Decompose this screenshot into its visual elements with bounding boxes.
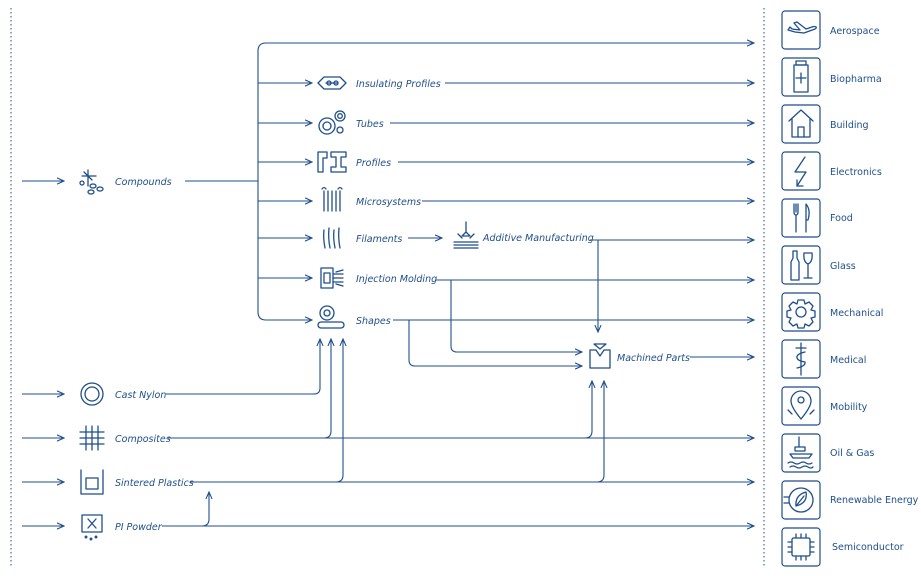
profiles-label: Profiles [356, 158, 391, 169]
cast-nylon-label: Cast Nylon [115, 390, 166, 401]
connectors [22, 43, 754, 526]
node-machined-parts: Machined Parts [589, 343, 690, 369]
sintered-plastics-label: Sintered Plastics [115, 478, 194, 489]
industry-label-building: Building [830, 120, 869, 131]
filaments-label: Filaments [356, 234, 402, 245]
chip-icon [787, 533, 815, 561]
industry-renewable-energy: Renewable Energy [781, 480, 919, 520]
node-injection-molding: Injection Molding [320, 267, 437, 289]
industry-electronics: Electronics [781, 151, 882, 191]
industry-food: Food [781, 198, 853, 238]
lightning-icon [794, 156, 807, 187]
oil-platform-icon [787, 436, 814, 469]
industry-building: Building [781, 104, 869, 144]
node-additive-manufacturing: Additive Manufacturing [453, 221, 594, 249]
microsystems-icon [321, 186, 343, 212]
injection-molding-label: Injection Molding [356, 274, 437, 285]
industry-label-medical: Medical [830, 355, 866, 366]
composites-label: Composites [115, 434, 171, 445]
insulating-profile-icon [317, 76, 347, 90]
industry-mobility: Mobility [781, 386, 868, 426]
shapes-label: Shapes [356, 316, 391, 327]
caduceus-icon [795, 342, 807, 376]
industry-biopharma: Biopharma [781, 57, 882, 97]
microsystems-label: Microsystems [356, 197, 421, 208]
wine-glass-icon [790, 250, 813, 281]
composites-icon [79, 425, 105, 451]
industry-label-semiconductor: Semiconductor [832, 542, 904, 553]
industry-label-aerospace: Aerospace [830, 26, 880, 37]
gear-icon [786, 299, 816, 329]
tubes-label: Tubes [356, 119, 384, 130]
industry-medical: Medical [781, 339, 866, 379]
industry-glass: Glass [781, 245, 856, 285]
compounds-icon [79, 169, 104, 195]
node-tubes: Tubes [318, 110, 384, 135]
industry-label-food: Food [830, 213, 853, 224]
machined-parts-label: Machined Parts [617, 353, 690, 364]
medicine-bottle-icon [793, 60, 809, 93]
injection-molding-icon [320, 267, 344, 289]
filaments-icon [323, 227, 341, 249]
node-shapes: Shapes [317, 305, 391, 329]
profiles-icon [317, 151, 347, 173]
industry-label-electronics: Electronics [830, 167, 882, 178]
insulating-profiles-label: Insulating Profiles [356, 79, 441, 90]
node-filaments: Filaments [323, 227, 402, 249]
industry-aerospace: Aerospace [781, 10, 880, 50]
compounds-label: Compounds [115, 177, 172, 188]
node-microsystems: Microsystems [321, 186, 421, 212]
node-pi-powder: PI Powder [81, 514, 163, 541]
industry-semiconductor: Semiconductor [781, 527, 904, 567]
sintered-plastics-icon [80, 469, 104, 495]
node-composites: Composites [79, 425, 171, 451]
industry-mechanical: Mechanical [781, 292, 883, 332]
house-icon [788, 109, 814, 138]
tubes-icon [318, 110, 346, 135]
industry-label-biopharma: Biopharma [830, 74, 882, 85]
node-sintered-plastics: Sintered Plastics [80, 469, 194, 495]
industry-oil-gas: Oil & Gas [781, 433, 874, 473]
machined-parts-icon [589, 343, 611, 369]
node-profiles: Profiles [317, 151, 391, 173]
airplane-icon [787, 21, 817, 34]
industry-label-mobility: Mobility [830, 402, 868, 413]
additive-manufacturing-icon [453, 221, 479, 249]
industry-label-mechanical: Mechanical [830, 308, 883, 319]
pi-powder-icon [81, 514, 103, 541]
cast-nylon-icon [80, 382, 104, 406]
industry-label-glass: Glass [830, 261, 856, 272]
leaf-plug-icon [783, 487, 814, 513]
pi-powder-label: PI Powder [115, 522, 163, 533]
shapes-icon [317, 305, 345, 329]
additive-manufacturing-label: Additive Manufacturing [482, 233, 594, 244]
industry-label-renewable-energy: Renewable Energy [830, 495, 919, 506]
location-pin-icon [787, 390, 815, 420]
industry-label-oil-gas: Oil & Gas [830, 448, 874, 459]
node-insulating-profiles: Insulating Profiles [317, 76, 441, 90]
fork-knife-icon [793, 203, 810, 233]
node-compounds: Compounds [79, 169, 172, 195]
node-cast-nylon: Cast Nylon [80, 382, 166, 406]
